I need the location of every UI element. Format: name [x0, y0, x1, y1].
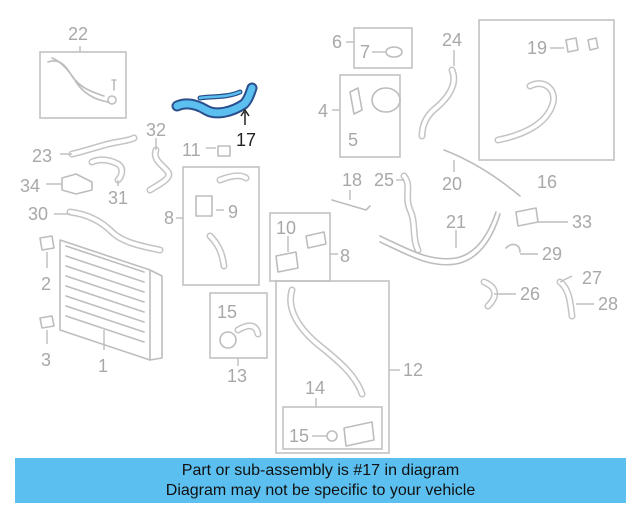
- part-22-hose: [47, 60, 105, 97]
- callout-15a: 15: [217, 302, 237, 322]
- callout-5: 5: [348, 130, 358, 150]
- part-34: [61, 173, 93, 195]
- part-26-inner: [482, 280, 497, 308]
- part-25-inner: [402, 174, 420, 252]
- callout-8a: 8: [164, 208, 174, 228]
- callout-17: 17: [236, 130, 256, 150]
- part-18: [331, 199, 371, 211]
- part-10-fitting: [275, 251, 299, 273]
- callout-19: 19: [527, 38, 547, 58]
- part-2: [39, 235, 55, 251]
- box-22: [39, 51, 127, 119]
- part-17-branch: [198, 90, 242, 100]
- callout-24: 24: [442, 30, 462, 50]
- part-14-housing: [343, 421, 375, 447]
- callout-10: 10: [276, 218, 296, 238]
- part-11: [217, 145, 231, 157]
- part-21-pipe-b: [379, 213, 501, 266]
- callout-20: 20: [442, 174, 462, 194]
- callout-18: 18: [342, 170, 362, 190]
- box-4-5: [339, 74, 401, 158]
- callout-26: 26: [520, 284, 540, 304]
- part-22-bolt: [111, 79, 117, 91]
- part-17-hose: [173, 84, 256, 117]
- callout-29: 29: [542, 244, 562, 264]
- part-12-inner: [288, 288, 364, 396]
- callout-7: 7: [360, 42, 370, 62]
- part-4-reservoir: [371, 87, 401, 113]
- part-30: [66, 208, 164, 254]
- part-15-ring: [219, 331, 237, 349]
- box-12: [275, 280, 390, 454]
- part-22-clamp: [107, 95, 117, 105]
- part-22-hose-b: [51, 57, 109, 103]
- part-8-hose-inner: [208, 234, 226, 268]
- callout-11: 11: [182, 140, 201, 160]
- callout-22: 22: [68, 24, 88, 44]
- part-24: [418, 66, 458, 140]
- part-9-inner: [218, 173, 248, 182]
- part-10-sleeve: [305, 231, 327, 249]
- part-5-bracket: [349, 87, 363, 115]
- part-31-inner: [90, 157, 124, 182]
- part-8-fitting: [195, 195, 213, 217]
- callout-25: 25: [374, 170, 394, 190]
- callout-4: 4: [318, 101, 328, 121]
- callout-28: 28: [598, 294, 618, 314]
- part-23-inner: [70, 136, 136, 156]
- callout-32: 32: [146, 120, 166, 140]
- banner-line-1: Part or sub-assembly is #17 in diagram: [181, 462, 460, 479]
- part-27-inner: [558, 280, 574, 318]
- box-16: [478, 19, 615, 161]
- part-15-oring: [326, 430, 338, 442]
- leader-27: [559, 275, 573, 283]
- callout-33: 33: [572, 212, 592, 232]
- callout-6: 6: [332, 32, 342, 52]
- part-20-line: [443, 149, 521, 197]
- box-6-7: [353, 27, 413, 69]
- callout-12: 12: [403, 360, 423, 380]
- callout-21: 21: [446, 212, 466, 232]
- callout-9: 9: [228, 202, 238, 222]
- part-13-inner: [236, 323, 260, 336]
- part-7-cap: [385, 46, 403, 58]
- box-14: [282, 406, 383, 450]
- part-3: [39, 315, 55, 329]
- callout-31: 31: [108, 188, 128, 208]
- banner-line-2: Diagram may not be specific to your vehi…: [165, 482, 476, 499]
- box-8-9: [182, 166, 260, 286]
- callout-16: 16: [537, 172, 557, 192]
- callout-13: 13: [227, 366, 247, 386]
- part-24-inner: [420, 68, 456, 138]
- part-30-inner: [68, 210, 162, 252]
- callout-14: 14: [305, 378, 325, 398]
- part-16-inner: [496, 81, 556, 142]
- callout-2: 2: [41, 274, 51, 294]
- part-29: [505, 243, 521, 253]
- part-1-tank: [149, 269, 163, 361]
- part-33: [515, 207, 539, 227]
- part-21-pipe: [379, 211, 497, 260]
- part-19-bolts: [565, 37, 599, 53]
- part-1-fins: [65, 245, 145, 343]
- info-banner: Part or sub-assembly is #17 in diagram D…: [15, 458, 626, 503]
- callout-3: 3: [41, 350, 51, 370]
- callout-23: 23: [32, 146, 52, 166]
- callout-34: 34: [20, 176, 40, 196]
- callout-15b: 15: [289, 426, 309, 446]
- callout-8b: 8: [340, 246, 350, 266]
- callout-30: 30: [28, 204, 48, 224]
- part-32-inner: [148, 148, 171, 192]
- callout-27: 27: [582, 268, 602, 288]
- part-12-hose: [287, 286, 366, 398]
- callout-1: 1: [98, 356, 108, 376]
- leader-17-arrow: [240, 108, 250, 117]
